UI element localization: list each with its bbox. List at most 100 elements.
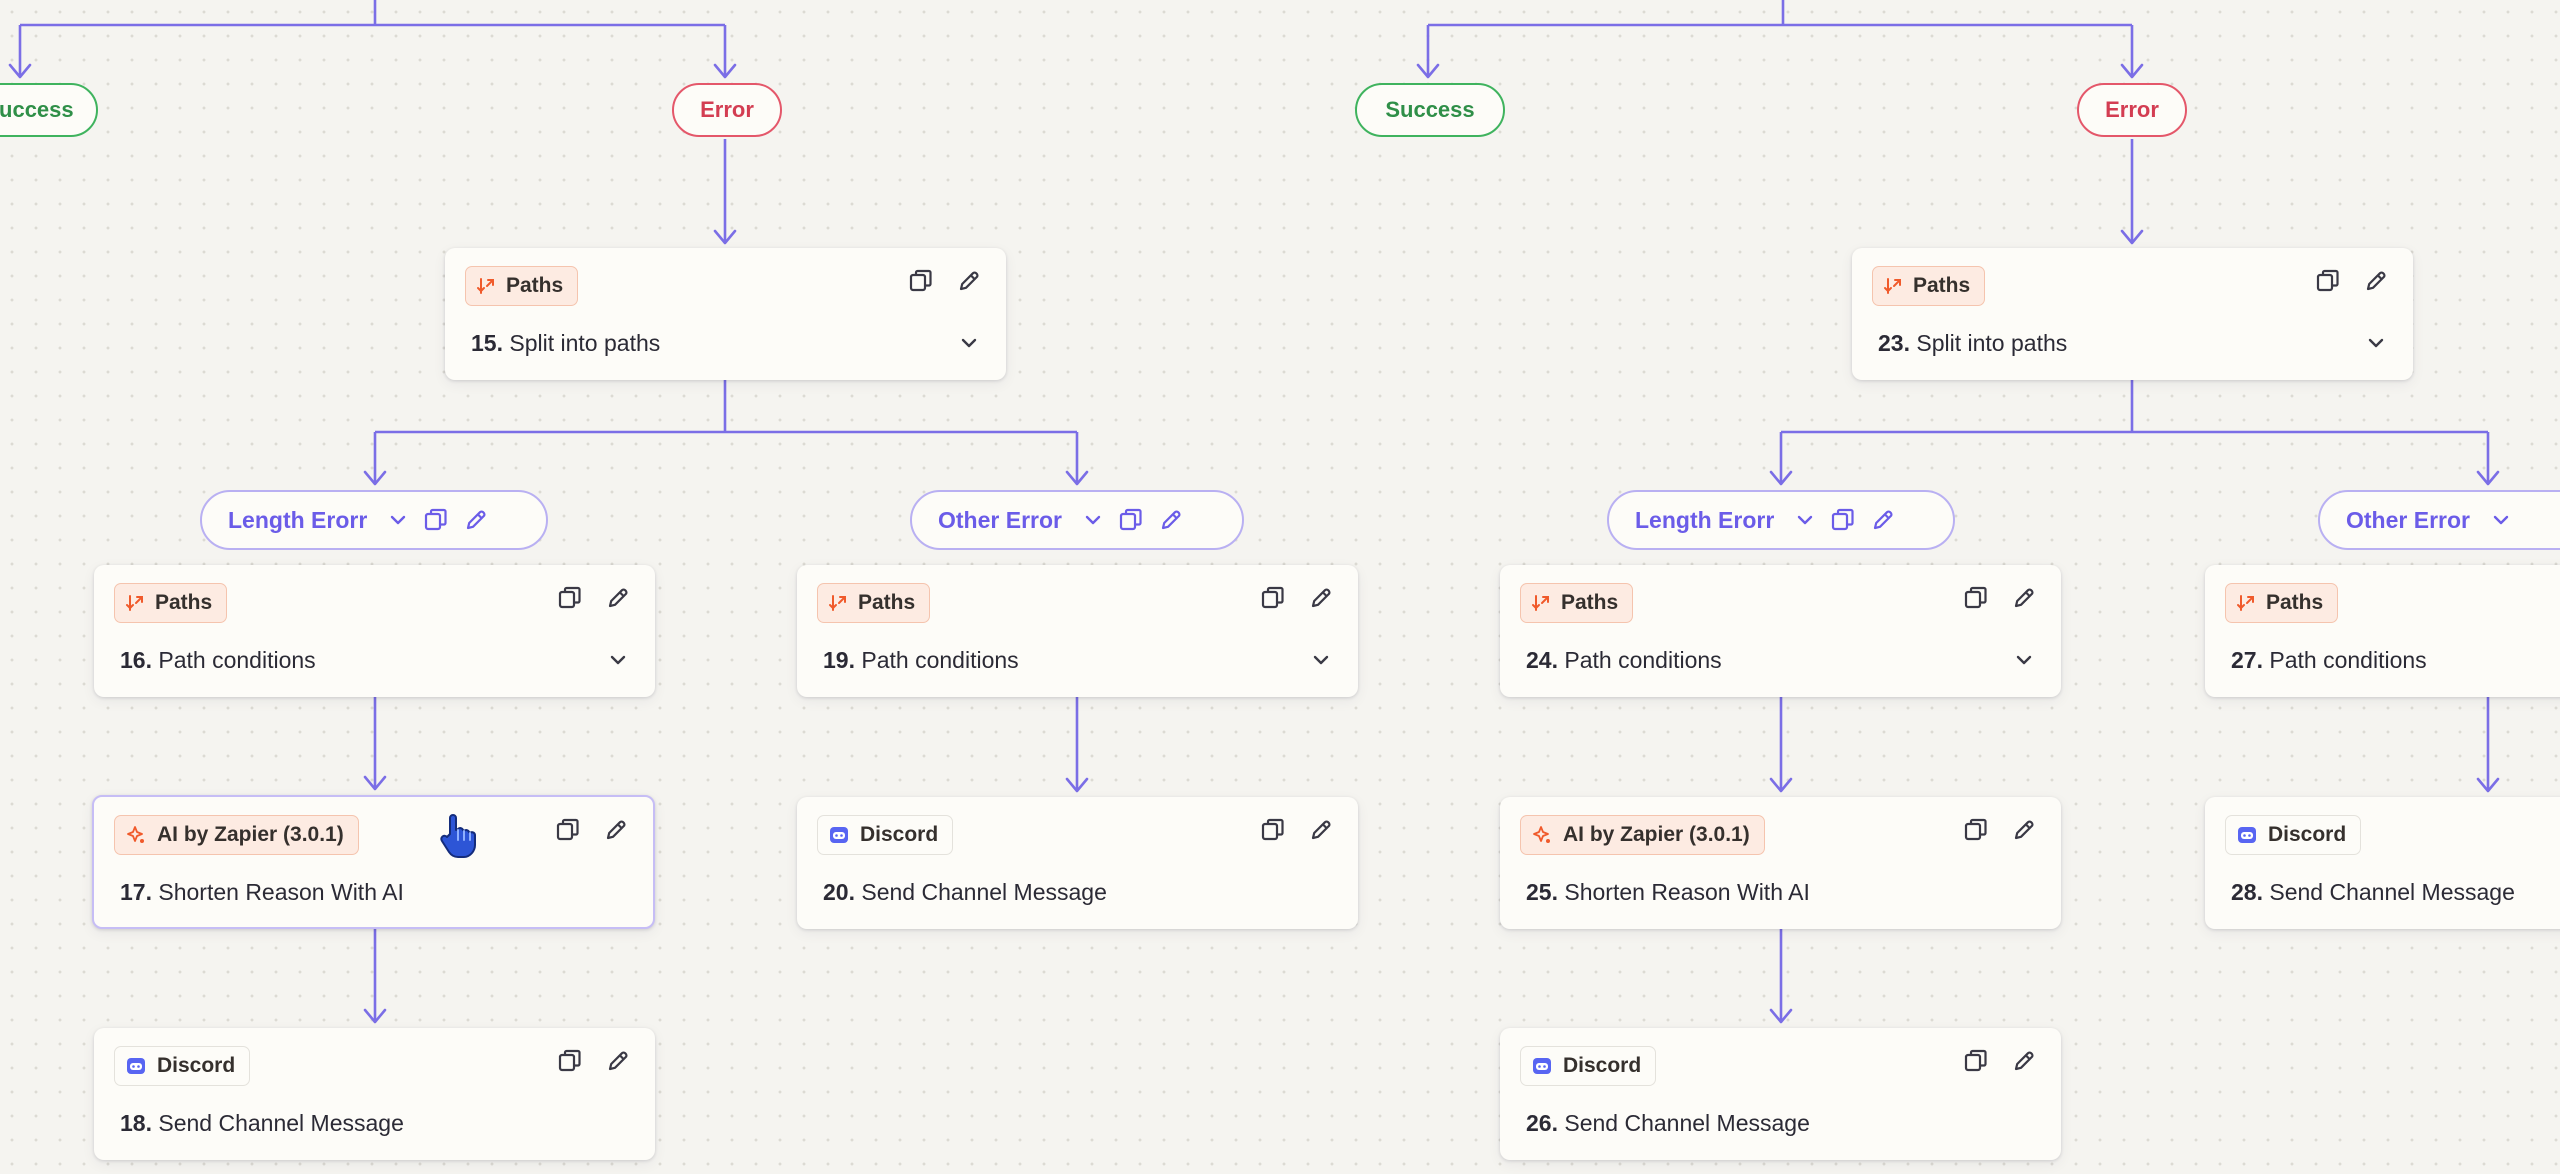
- edit-icon[interactable]: [2011, 817, 2037, 843]
- connector-arrowhead: [363, 1008, 387, 1024]
- edit-icon[interactable]: [2011, 585, 2037, 611]
- path-branch-pill[interactable]: Length Erorr: [200, 490, 548, 550]
- connector-arrowhead: [8, 63, 32, 79]
- step-title-text: Path conditions: [151, 647, 316, 673]
- step-title-text: Send Channel Message: [1557, 1110, 1810, 1136]
- chevron-down-icon[interactable]: [1082, 509, 1104, 531]
- step-number: 27.: [2231, 647, 2263, 673]
- connector-arrowhead: [1065, 777, 1089, 793]
- chevron-down-icon[interactable]: [2365, 332, 2387, 354]
- connector-arrowhead: [2120, 63, 2144, 79]
- step-app-name: Discord: [157, 1054, 236, 1077]
- step-card-24[interactable]: Paths 24. Path conditions: [1500, 565, 2061, 697]
- chevron-down-icon[interactable]: [958, 332, 980, 354]
- chevron-down-icon[interactable]: [2490, 509, 2512, 531]
- outcome-success-pill[interactable]: Success: [0, 83, 98, 137]
- step-card-15[interactable]: Paths 15. Split into paths: [445, 248, 1006, 380]
- step-number: 17.: [120, 879, 152, 905]
- step-card-23[interactable]: Paths 23. Split into paths: [1852, 248, 2413, 380]
- step-title-text: Path conditions: [854, 647, 1019, 673]
- outcome-error-pill[interactable]: Error: [2077, 83, 2187, 137]
- discord-icon: [1531, 1055, 1553, 1077]
- edit-icon[interactable]: [1308, 585, 1334, 611]
- chevron-down-icon[interactable]: [2013, 649, 2035, 671]
- step-title-text: Shorten Reason With AI: [1557, 879, 1810, 905]
- path-branch-pill[interactable]: Length Erorr: [1607, 490, 1955, 550]
- step-actions: [1963, 817, 2037, 843]
- duplicate-icon[interactable]: [1963, 1048, 1989, 1074]
- edit-icon[interactable]: [2363, 268, 2389, 294]
- chevron-down-icon[interactable]: [1310, 649, 1332, 671]
- paths-icon: [125, 593, 145, 613]
- step-actions: [1260, 585, 1334, 611]
- step-title-text: Send Channel Message: [854, 879, 1107, 905]
- step-title: 28. Send Channel Message: [2231, 879, 2515, 906]
- chevron-down-icon[interactable]: [607, 649, 629, 671]
- step-app-badge: Discord: [114, 1046, 251, 1086]
- duplicate-icon[interactable]: [423, 507, 449, 533]
- edit-icon[interactable]: [956, 268, 982, 294]
- outcome-success-pill[interactable]: Success: [1355, 83, 1505, 137]
- duplicate-icon[interactable]: [1963, 585, 1989, 611]
- edit-icon[interactable]: [603, 817, 629, 843]
- duplicate-icon[interactable]: [2315, 268, 2341, 294]
- path-branch-label: Length Erorr: [228, 506, 368, 533]
- step-card-17[interactable]: AI by Zapier (3.0.1)17. Shorten Reason W…: [92, 795, 655, 929]
- step-title: 15. Split into paths: [471, 330, 660, 357]
- path-branch-pill[interactable]: Other Error: [910, 490, 1244, 550]
- connector-arrowhead: [1416, 63, 1440, 79]
- duplicate-icon[interactable]: [1260, 585, 1286, 611]
- duplicate-icon[interactable]: [1963, 817, 1989, 843]
- step-card-25[interactable]: AI by Zapier (3.0.1)25. Shorten Reason W…: [1500, 797, 2061, 929]
- chevron-down-icon[interactable]: [1794, 509, 1816, 531]
- path-branch-pill[interactable]: Other Error: [2318, 490, 2560, 550]
- step-title: 18. Send Channel Message: [120, 1110, 404, 1137]
- step-title: 23. Split into paths: [1878, 330, 2067, 357]
- step-app-badge: Paths: [1520, 583, 1634, 623]
- edit-icon[interactable]: [463, 507, 489, 533]
- duplicate-icon[interactable]: [908, 268, 934, 294]
- chevron-down-icon[interactable]: [387, 509, 409, 531]
- step-card-18[interactable]: Discord 18. Send Channel Message: [94, 1028, 655, 1160]
- step-actions: [557, 1048, 631, 1074]
- ai-sparkle-icon: [1531, 824, 1553, 846]
- step-app-badge: AI by Zapier (3.0.1): [114, 815, 359, 855]
- duplicate-icon[interactable]: [555, 817, 581, 843]
- step-number: 28.: [2231, 879, 2263, 905]
- step-title: 24. Path conditions: [1526, 647, 1722, 674]
- duplicate-icon[interactable]: [1830, 507, 1856, 533]
- path-branch-label: Other Error: [938, 506, 1062, 533]
- edit-icon[interactable]: [1308, 817, 1334, 843]
- step-app-badge: Paths: [1872, 266, 1986, 306]
- outcome-error-pill[interactable]: Error: [672, 83, 782, 137]
- duplicate-icon[interactable]: [1118, 507, 1144, 533]
- step-app-name: Discord: [1563, 1054, 1642, 1077]
- step-app-name: Paths: [858, 591, 916, 614]
- step-actions: [555, 817, 629, 843]
- step-actions: [1260, 817, 1334, 843]
- step-app-name: Paths: [1561, 591, 1619, 614]
- step-app-name: Paths: [155, 591, 213, 614]
- connector-arrowhead: [363, 775, 387, 791]
- step-app-name: Paths: [2266, 591, 2324, 614]
- path-branch-label: Other Error: [2346, 506, 2470, 533]
- step-app-name: Paths: [506, 274, 564, 297]
- edit-icon[interactable]: [1870, 507, 1896, 533]
- step-actions: [1963, 1048, 2037, 1074]
- edit-icon[interactable]: [605, 1048, 631, 1074]
- step-number: 23.: [1878, 330, 1910, 356]
- edit-icon[interactable]: [2011, 1048, 2037, 1074]
- edit-icon[interactable]: [1158, 507, 1184, 533]
- duplicate-icon[interactable]: [1260, 817, 1286, 843]
- step-title-text: Split into paths: [502, 330, 661, 356]
- duplicate-icon[interactable]: [557, 585, 583, 611]
- edit-icon[interactable]: [605, 585, 631, 611]
- duplicate-icon[interactable]: [557, 1048, 583, 1074]
